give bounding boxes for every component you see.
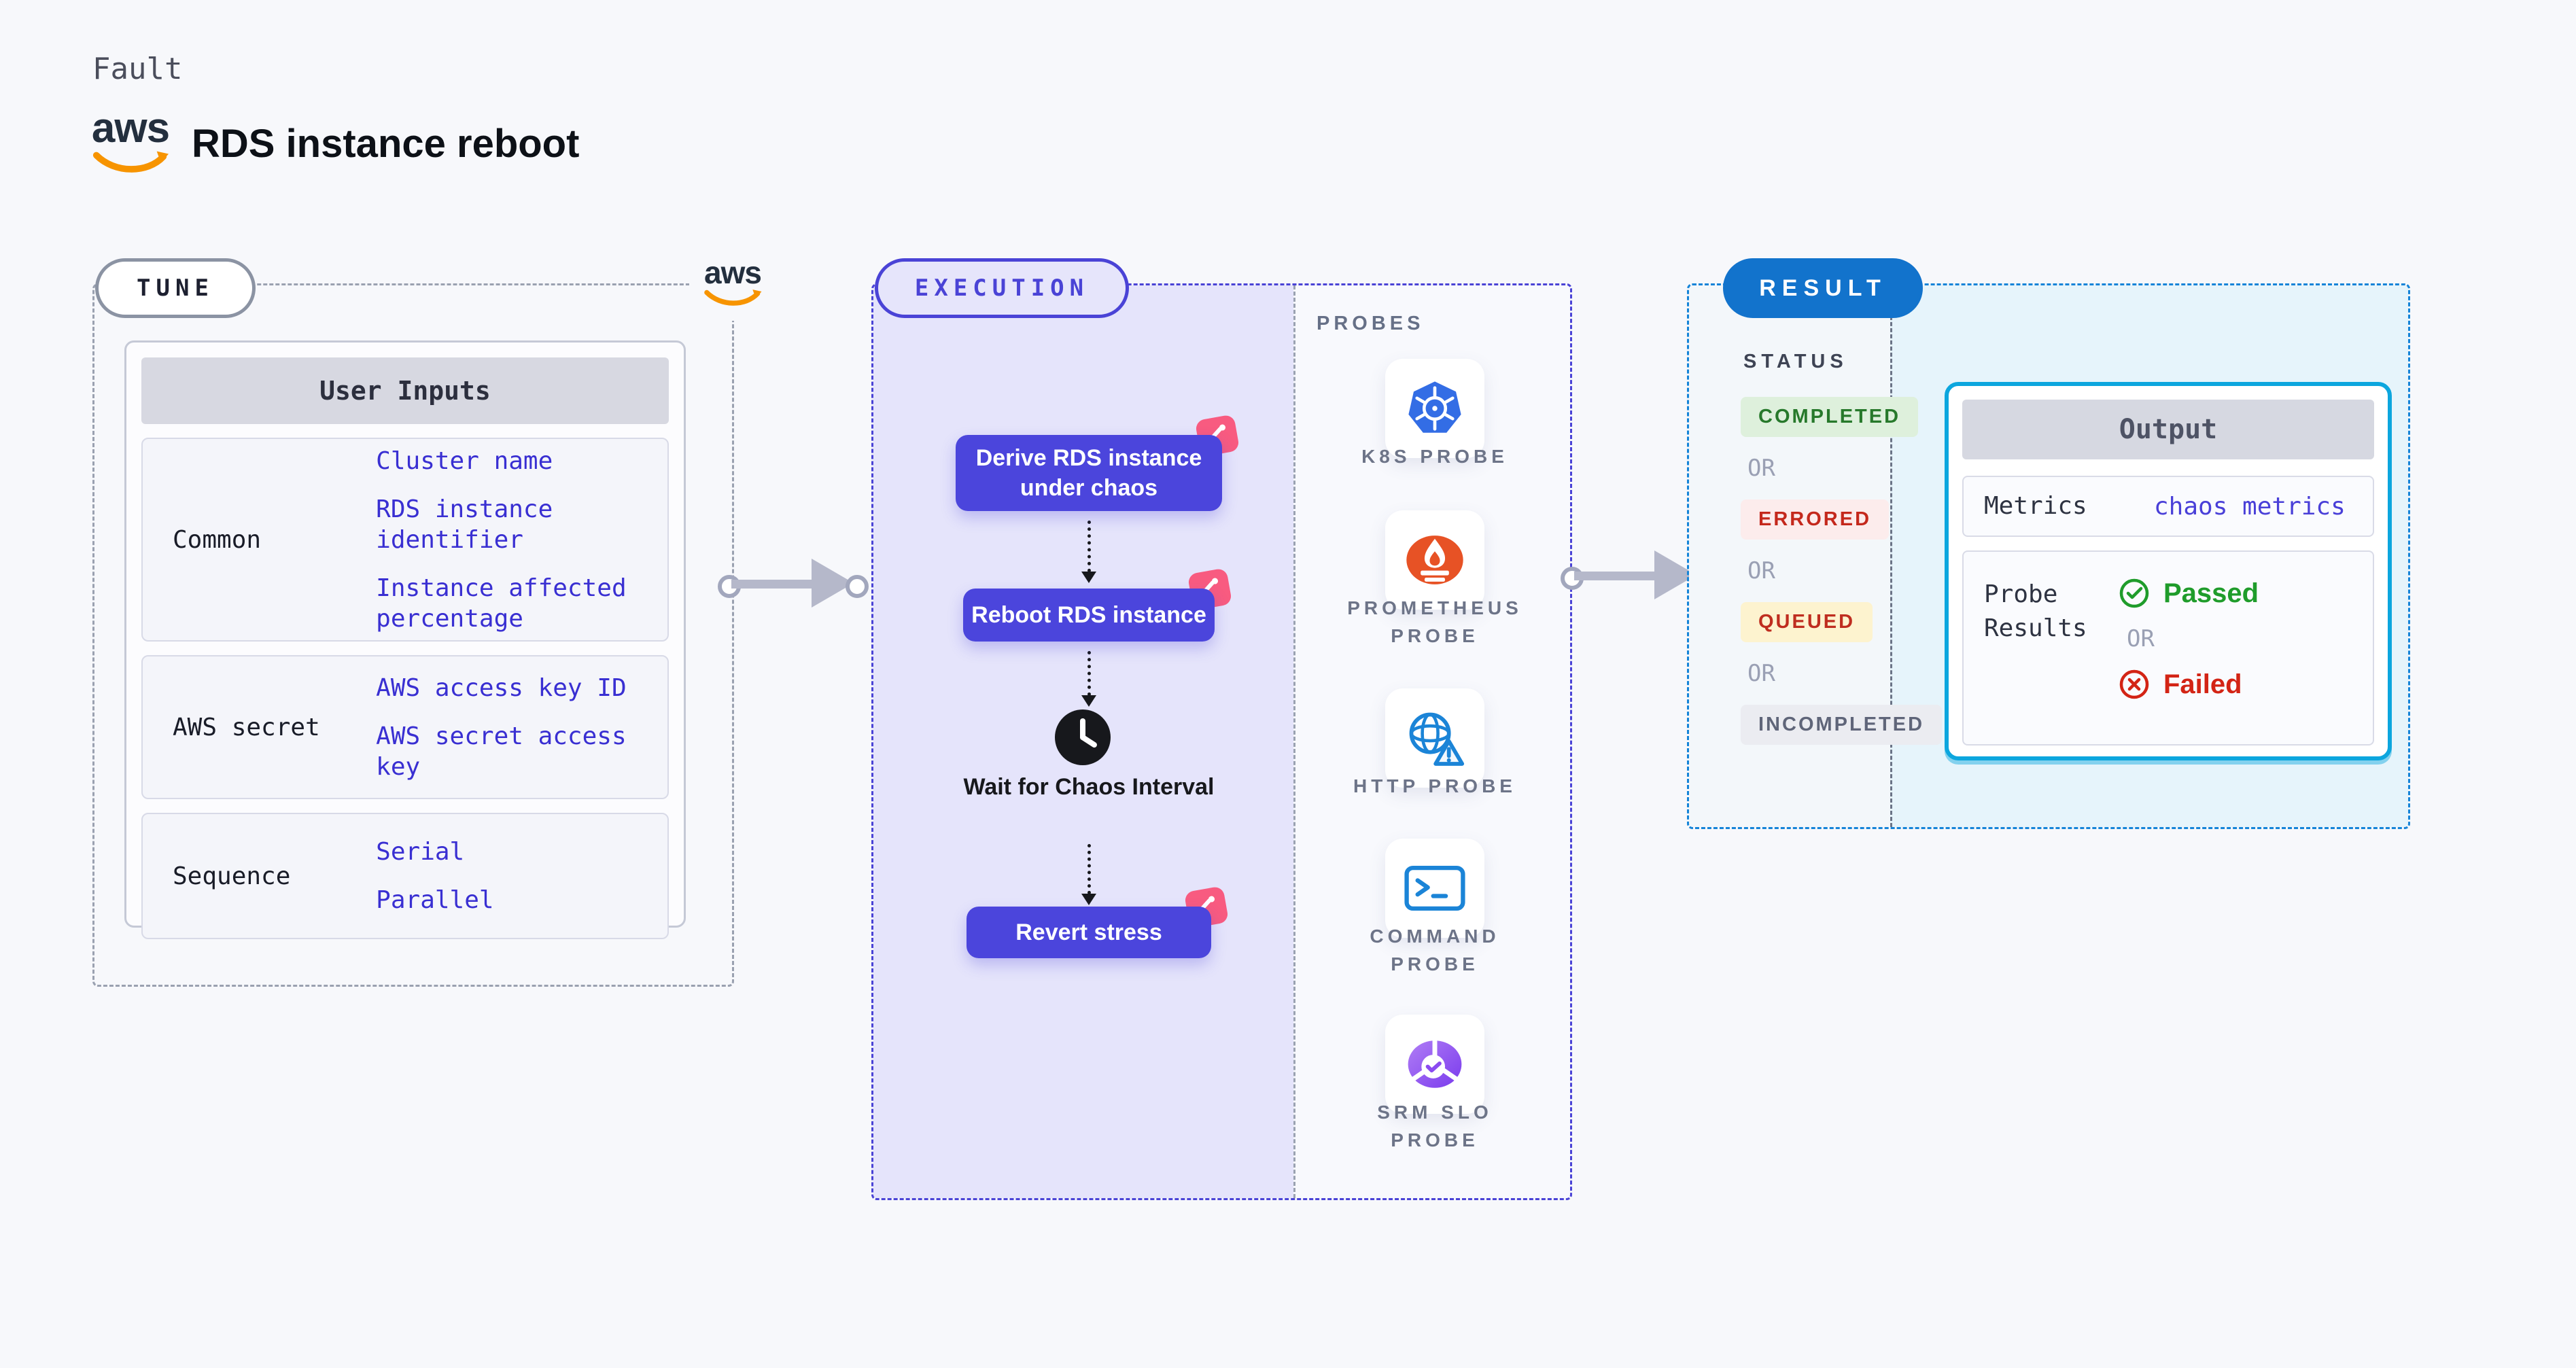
or-separator: OR [1747, 660, 1775, 687]
row-values: Cluster name RDS instance identifier Ins… [376, 446, 667, 634]
table-row-aws-secret: AWS secret AWS access key ID AWS secret … [141, 655, 669, 799]
aws-logo-small: aws [689, 246, 776, 321]
chaos-metrics-link[interactable]: chaos metrics [2154, 492, 2346, 521]
probe-results-label: Probe Results [1984, 580, 2087, 643]
result-section: STATUS COMPLETED OR ERRORED OR QUEUED OR… [1687, 283, 2410, 829]
table-row-sequence: Sequence Serial Parallel [141, 813, 669, 939]
slo-donut-icon [1408, 1038, 1462, 1088]
dotted-connector [1075, 844, 1102, 905]
input-link[interactable]: AWS secret access key [376, 722, 627, 781]
row-label: Common [173, 525, 262, 554]
aws-logo: aws [91, 107, 170, 178]
probe-results-values: Passed OR Failed [2119, 578, 2259, 700]
status-badge-incompleted: INCOMPLETED [1741, 705, 1943, 745]
passed-label: Passed [2163, 578, 2259, 608]
aws-logo-text: aws [704, 255, 762, 290]
status-badge-completed: COMPLETED [1741, 397, 1919, 437]
tune-pill: TUNE [95, 258, 256, 318]
table-row-common: Common Cluster name RDS instance identif… [141, 438, 669, 642]
output-header: Output [1962, 400, 2374, 459]
connector-dot [846, 575, 869, 598]
arrow-shaft [1574, 572, 1656, 580]
output-row-metrics: Metrics chaos metrics [1962, 476, 2374, 537]
aws-smile-icon [92, 151, 169, 173]
input-link[interactable]: Serial [376, 838, 465, 866]
result-pill: RESULT [1723, 258, 1923, 318]
probes-section-label: PROBES [1317, 313, 1425, 334]
execution-probes-divider [1293, 285, 1295, 1198]
probe-label: COMMAND PROBE [1370, 926, 1500, 975]
row-label: Sequence [173, 862, 291, 890]
or-separator: OR [2127, 625, 2155, 652]
page-title: RDS instance reboot [192, 122, 580, 166]
node-derive-rds-instance: Derive RDS instance under chaos [956, 414, 1240, 511]
status-section-label: STATUS [1743, 351, 1848, 372]
probe-card-k8s [1385, 359, 1484, 458]
node-reboot-rds-instance: Reboot RDS instance [963, 567, 1233, 642]
failed-label: Failed [2163, 669, 2242, 699]
probe-card-prometheus [1385, 510, 1484, 610]
flow-arrow-tune-to-execution [718, 557, 869, 609]
output-row-probe-results: Probe Results Passed OR [1962, 550, 2374, 746]
or-separator: OR [1747, 455, 1775, 482]
terminal-icon [1404, 865, 1465, 911]
fault-eyebrow: Fault [92, 52, 183, 86]
aws-smile-icon [704, 290, 762, 306]
dotted-connector [1075, 521, 1102, 583]
node-revert-stress: Revert stress [967, 885, 1230, 958]
node-label: Revert stress [967, 907, 1211, 958]
x-circle-icon [2119, 669, 2149, 699]
arrow-head [1081, 894, 1096, 905]
status-output-divider [1890, 285, 1892, 827]
status-list: COMPLETED OR ERRORED OR QUEUED OR INCOMP… [1741, 397, 1943, 745]
node-label: Reboot RDS instance [963, 589, 1215, 642]
user-inputs-card: User Inputs Common Cluster name RDS inst… [124, 340, 686, 939]
row-values: Serial Parallel [376, 837, 667, 915]
aws-logo-text: aws [91, 105, 170, 152]
output-card: Output Metrics chaos metrics Probe Resul… [1945, 382, 2392, 760]
globe-warning-icon [1409, 712, 1465, 766]
wait-clock-icon [1054, 708, 1112, 770]
input-link[interactable]: Parallel [376, 886, 494, 914]
row-values: AWS access key ID AWS secret access key [376, 673, 667, 782]
metrics-label: Metrics [1984, 491, 2087, 520]
row-label: AWS secret [173, 713, 320, 741]
arrow-shaft [731, 580, 813, 589]
execution-pill: EXECUTION [875, 258, 1129, 318]
input-link[interactable]: Instance affected percentage [376, 574, 627, 633]
dotted-connector [1075, 651, 1102, 707]
or-separator: OR [1747, 557, 1775, 584]
kubernetes-icon [1408, 381, 1461, 433]
probe-label: SRM SLO PROBE [1377, 1102, 1493, 1151]
execution-section: Derive RDS instance under chaos Reboot R… [871, 283, 1572, 1200]
prometheus-icon [1406, 536, 1463, 584]
probe-label: K8S PROBE [1361, 446, 1508, 467]
input-link[interactable]: RDS instance identifier [376, 495, 553, 554]
arrow-head [1081, 572, 1096, 583]
node-label: Derive RDS instance under chaos [956, 435, 1222, 511]
probe-card-srm-slo [1385, 1015, 1484, 1114]
status-badge-queued: QUEUED [1741, 602, 1873, 642]
probe-label: PROMETHEUS PROBE [1347, 597, 1522, 646]
arrow-head [1081, 695, 1096, 707]
probe-result-passed: Passed [2119, 578, 2259, 609]
status-badge-errored: ERRORED [1741, 499, 1890, 540]
probe-result-failed: Failed [2119, 669, 2259, 700]
input-link[interactable]: Cluster name [376, 446, 553, 475]
wait-for-chaos-label: Wait for Chaos Interval [963, 774, 1215, 800]
input-link[interactable]: AWS access key ID [376, 673, 627, 702]
probe-card-command [1385, 839, 1484, 938]
probe-card-http [1385, 688, 1484, 788]
check-circle-icon [2119, 578, 2149, 608]
user-inputs-header: User Inputs [141, 357, 669, 424]
probe-label: HTTP PROBE [1353, 775, 1516, 796]
tune-section: User Inputs Common Cluster name RDS inst… [92, 283, 734, 987]
